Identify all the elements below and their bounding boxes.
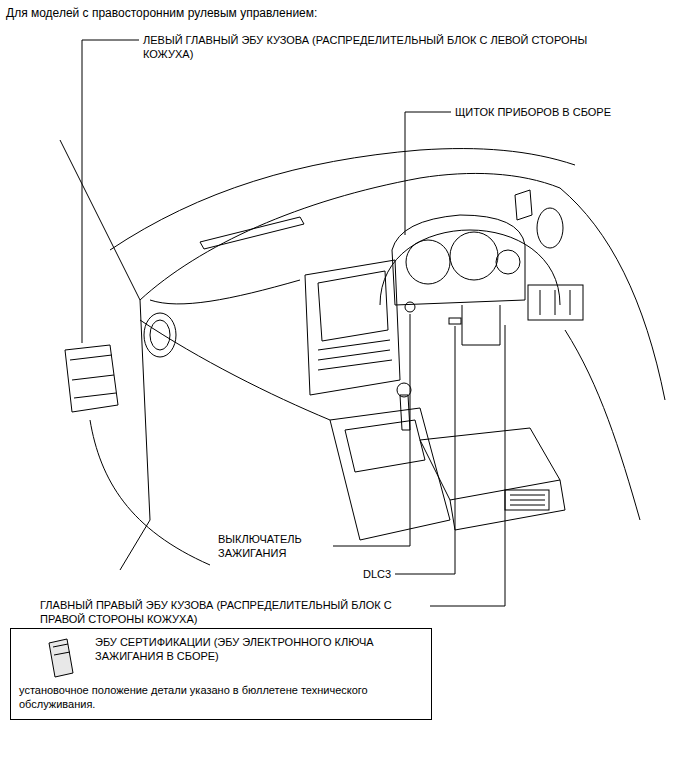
part-label: ЛЕВЫЙ ГЛАВНЫЙ ЭБУ КУЗОВА (РАСПРЕДЕЛИТЕЛЬ…	[143, 33, 623, 61]
rear-vents	[505, 490, 549, 510]
gauge	[450, 232, 498, 280]
shifter-panel	[345, 420, 425, 472]
left-ecu	[65, 345, 118, 412]
note-box: ЭБУ СЕРТИФИКАЦИИ (ЭБУ ЭЛЕКТРОННОГО КЛЮЧА…	[10, 628, 432, 720]
dash-top	[140, 173, 560, 300]
defrost-slot	[200, 217, 304, 249]
note-text: установочное положение детали указано в …	[19, 683, 423, 711]
side-vent	[515, 190, 532, 220]
steering-wheel	[380, 230, 560, 305]
left-vent	[144, 313, 176, 357]
part-name: ЭБУ СЕРТИФИКАЦИИ (ЭБУ ЭЛЕКТРОННОГО КЛЮЧА…	[95, 635, 423, 677]
console	[330, 408, 450, 540]
armrest	[420, 428, 560, 500]
right-vent	[537, 208, 563, 248]
part-label: DLC3	[363, 567, 393, 581]
ecu-icon	[45, 637, 77, 681]
leader-line	[430, 325, 505, 606]
left-vent-inner	[150, 320, 170, 350]
shifter	[400, 395, 410, 430]
armrest-side	[450, 480, 565, 530]
left-ecu-detail	[70, 355, 116, 398]
leader-line	[395, 326, 455, 574]
leader-line	[333, 314, 410, 546]
center-stack	[305, 260, 400, 395]
door-line	[90, 420, 210, 565]
dlc3	[449, 318, 461, 324]
cluster-housing	[392, 215, 525, 305]
part-label: ЩИТОК ПРИБОРОВ В СБОРЕ	[455, 105, 680, 119]
right-door	[560, 188, 665, 400]
display	[318, 271, 388, 341]
leader-line	[82, 40, 139, 343]
gauge	[406, 240, 450, 284]
leader-line	[405, 112, 451, 235]
rear-vent-slats	[510, 495, 545, 505]
gauge	[496, 250, 520, 274]
shifter-knob	[397, 383, 411, 397]
a-pillar	[60, 140, 150, 570]
right-door-lower	[565, 330, 640, 520]
dash-line	[150, 280, 300, 304]
buttons	[318, 340, 392, 370]
dash-front	[140, 320, 330, 420]
part-label: ВЫКЛЮЧАТЕЛЬ ЗАЖИГАНИЯ	[218, 532, 330, 560]
ignition-switch	[405, 302, 415, 312]
column-cover	[462, 305, 500, 345]
diagram-title: Для моделей с правосторонним рулевым упр…	[6, 6, 606, 20]
switches	[540, 290, 570, 315]
switch-panel	[528, 285, 583, 320]
part-label: ГЛАВНЫЙ ПРАВЫЙ ЭБУ КУЗОВА (РАСПРЕДЕЛИТЕЛ…	[40, 598, 425, 626]
